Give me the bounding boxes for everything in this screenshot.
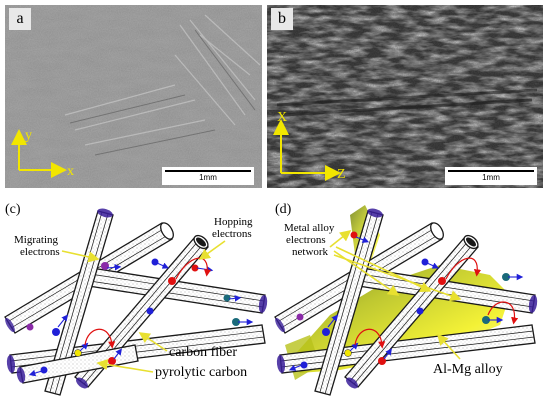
electron-motion-arrows-d	[288, 236, 524, 371]
axis-indicator-b: X Z	[273, 110, 346, 182]
panel-label-b: b	[271, 8, 293, 30]
label-network-line1: Metal alloy	[284, 222, 335, 234]
electron	[151, 258, 159, 266]
electron	[232, 318, 240, 326]
electron	[40, 366, 48, 374]
scale-text-b: 1mm	[482, 173, 500, 182]
label-hopping-line2: electrons	[212, 228, 252, 240]
scale-bar-b: 1mm	[445, 167, 537, 185]
label-pyrolytic-carbon: pyrolytic carbon	[155, 365, 247, 380]
migrating-electrons-annotation: Migrating electrons	[14, 234, 100, 263]
hopping-electrons-annotation: Hopping electrons	[198, 216, 253, 260]
electron	[438, 277, 446, 285]
electron	[74, 349, 82, 357]
electron	[421, 258, 429, 266]
label-migrating-line2: electrons	[20, 246, 60, 258]
sem-image-b: b X Z 1mm	[267, 5, 543, 188]
sem-texture-a	[5, 5, 262, 188]
panel-label-a: a	[9, 8, 31, 30]
axis-z-label-b: Z	[337, 167, 346, 182]
axis-x-label-b: X	[277, 110, 287, 125]
label-network-line2: electrons	[286, 234, 326, 246]
electron	[168, 277, 176, 285]
electron	[300, 361, 308, 369]
pyrolytic-carbon-annotation: pyrolytic carbon	[96, 359, 247, 380]
electron	[344, 349, 352, 357]
diagram-d: (d) Metal alloy electrons network Al-Mg …	[274, 202, 538, 396]
label-migrating-line1: Migrating	[14, 234, 58, 246]
electron	[101, 262, 109, 270]
label-al-mg-alloy: Al-Mg alloy	[433, 362, 503, 377]
hopping-paths-d	[354, 257, 519, 349]
label-hopping-line1: Hopping	[214, 216, 253, 228]
carbon-fiber-annotation: carbon fiber	[138, 332, 237, 360]
electrons-d	[296, 231, 510, 369]
label-carbon-fiber: carbon fiber	[169, 345, 237, 360]
al-mg-alloy-annotation: Al-Mg alloy	[433, 333, 503, 377]
electron	[322, 328, 330, 336]
electron	[296, 313, 304, 321]
electron	[416, 307, 424, 315]
hopping-paths-c	[84, 257, 212, 349]
electron	[223, 294, 231, 302]
scale-bar-a: 1mm	[162, 167, 254, 185]
electron	[52, 328, 60, 336]
electron	[482, 316, 490, 324]
electron	[350, 231, 358, 239]
electron	[146, 307, 154, 315]
scale-text-a: 1mm	[199, 173, 217, 182]
electron	[502, 273, 510, 281]
fiber-4	[314, 208, 384, 396]
panel-label-c: (c)	[5, 202, 21, 217]
label-network-line3: network	[292, 246, 329, 258]
fiber-6	[16, 344, 139, 384]
axis-x-label: x	[67, 164, 74, 179]
sem-image-a: a y x 1mm	[5, 5, 262, 188]
axis-y-label: y	[25, 128, 32, 143]
carbon-fibers-d	[274, 208, 538, 396]
electron	[191, 264, 199, 272]
electron	[26, 323, 34, 331]
metal-alloy-network-annotation: Metal alloy electrons network	[284, 222, 462, 302]
sem-texture-b	[267, 5, 543, 188]
diagram-c: (c) Migrating electrons Hopping electron…	[4, 202, 268, 396]
axis-indicator-a: y x	[11, 128, 74, 179]
fiber-5	[344, 234, 479, 389]
panel-label-d: (d)	[275, 202, 292, 217]
